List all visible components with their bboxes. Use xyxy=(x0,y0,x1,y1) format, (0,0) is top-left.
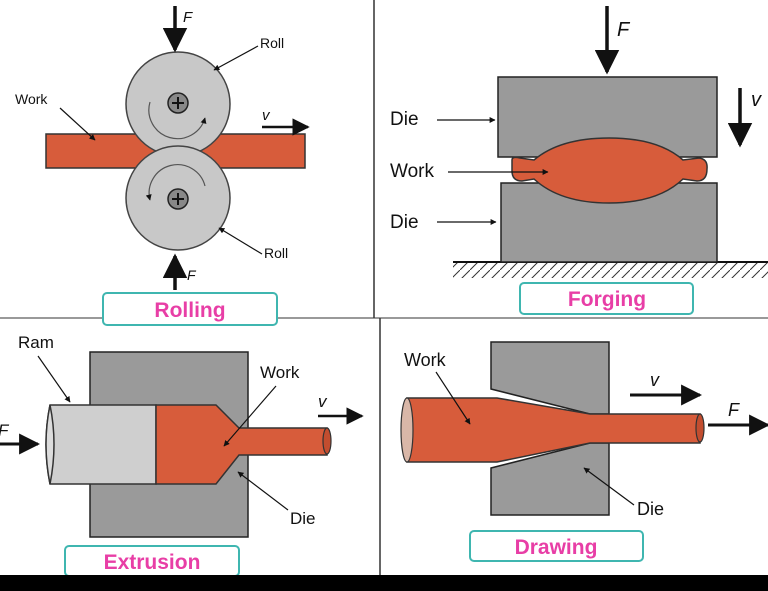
extrusion-ram xyxy=(45,404,157,485)
velocity-label: v xyxy=(262,107,271,124)
extrusion-work xyxy=(155,404,328,485)
force-label-top: F xyxy=(183,9,193,26)
force-label: F xyxy=(728,400,740,420)
roll-label-bottom: Roll xyxy=(264,245,288,261)
drawing-work-end-face xyxy=(400,397,414,463)
rolling-caption-box xyxy=(102,292,278,326)
drawing-caption: Drawing xyxy=(515,536,598,559)
ram-end-face xyxy=(45,404,55,485)
extruded-end-face xyxy=(322,427,332,455)
bottom-roll xyxy=(125,145,231,251)
drawing-panel: Work v F Die Drawing xyxy=(400,341,768,562)
extrusion-caption: Extrusion xyxy=(104,551,201,574)
force-label: F xyxy=(617,19,631,41)
die-label: Die xyxy=(637,499,664,519)
velocity-label: v xyxy=(650,370,660,390)
rolling-panel: F F Roll Roll Work v Rolling xyxy=(15,6,310,326)
roll-leader-bottom xyxy=(218,227,263,255)
work-label: Work xyxy=(260,363,300,382)
force-label: F xyxy=(0,421,10,440)
roll-leader-top xyxy=(213,45,259,71)
roll-label-top: Roll xyxy=(260,35,284,51)
ram-leader xyxy=(37,355,71,403)
ground-hatch xyxy=(453,262,768,278)
work-label: Work xyxy=(404,350,447,370)
drawn-end-face xyxy=(695,413,705,443)
force-label-bottom: F xyxy=(187,267,197,283)
work-leader xyxy=(223,385,277,447)
forging-panel: F v Die Work Die Forging xyxy=(390,6,768,315)
velocity-label: v xyxy=(751,89,762,111)
die-label-top: Die xyxy=(390,109,419,130)
forging-work xyxy=(511,137,708,204)
rolling-caption: Rolling xyxy=(154,299,225,322)
work-leader xyxy=(435,371,471,425)
work-label: Work xyxy=(15,91,48,107)
extrusion-panel: F Ram Work v Die Extrusion xyxy=(0,333,364,577)
forging-caption-box xyxy=(519,282,694,315)
die-label: Die xyxy=(290,509,316,528)
top-roll xyxy=(125,51,231,157)
forging-caption: Forging xyxy=(568,288,646,311)
die-leader xyxy=(237,471,289,511)
drawing-work xyxy=(406,397,701,463)
work-label: Work xyxy=(390,161,434,182)
ram-label: Ram xyxy=(18,333,54,352)
velocity-label: v xyxy=(318,392,328,411)
drawing-caption-box xyxy=(469,530,644,562)
die-label-bottom: Die xyxy=(390,212,419,233)
die-leader xyxy=(583,467,635,506)
work-leader xyxy=(59,107,96,141)
bottom-bar xyxy=(0,575,768,591)
